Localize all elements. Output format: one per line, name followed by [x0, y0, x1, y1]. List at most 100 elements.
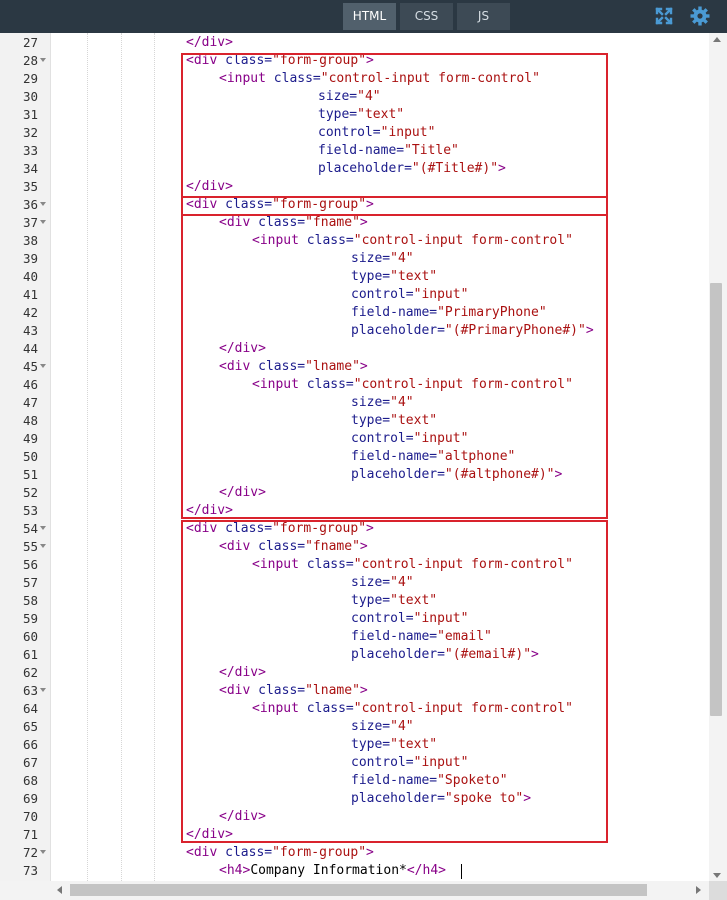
code-token: >	[531, 647, 539, 662]
scroll-down-arrow-icon[interactable]	[713, 873, 721, 878]
vertical-scroll-thumb[interactable]	[710, 283, 722, 716]
line-number: 51	[22, 467, 38, 482]
line-number: 31	[22, 107, 38, 122]
fold-arrow-icon[interactable]	[40, 202, 46, 206]
code-text: field-name="Title"	[318, 142, 459, 160]
scrollbar-corner	[709, 881, 727, 900]
code-token: control=	[351, 431, 414, 446]
code-token: field-name=	[351, 449, 438, 464]
scroll-up-arrow-icon[interactable]	[713, 37, 721, 42]
fold-arrow-icon[interactable]	[40, 58, 46, 62]
line-number: 41	[22, 287, 38, 302]
code-line: 72<div class="form-group">	[0, 844, 709, 862]
code-token: </div>	[219, 665, 266, 680]
line-number: 35	[22, 179, 38, 194]
code-token: "input"	[413, 431, 469, 446]
code-line: 35 </div>	[0, 178, 709, 196]
fold-arrow-icon[interactable]	[40, 220, 46, 224]
code-text: placeholder="(#Title#)">	[318, 160, 506, 178]
scroll-right-arrow-icon[interactable]	[696, 886, 701, 894]
code-token: class=	[258, 359, 306, 374]
code-token: "text"	[390, 413, 438, 428]
tab-js[interactable]: JS	[457, 3, 510, 30]
code-token: control=	[318, 125, 381, 140]
code-text: placeholder="(#PrimaryPhone#)">	[351, 322, 594, 340]
code-token: "fname"	[305, 215, 360, 230]
code-editor[interactable]: 27</div>28<div class="form-group">29<inp…	[0, 33, 709, 881]
fold-arrow-icon[interactable]	[40, 364, 46, 368]
code-token: >	[585, 323, 594, 338]
code-token: >	[366, 197, 374, 212]
code-text: control="input"	[351, 610, 468, 628]
line-number: 29	[22, 71, 38, 86]
code-token: "(#altphone#)"	[444, 467, 555, 482]
code-token: "altphone"	[437, 449, 516, 464]
tab-html[interactable]: HTML	[343, 3, 396, 30]
code-line: 46<input class="control-input form-contr…	[0, 376, 709, 394]
code-text: </div>	[219, 808, 266, 826]
code-token: size=	[351, 395, 391, 410]
fold-arrow-icon[interactable]	[40, 544, 46, 548]
code-line: 38<input class="control-input form-contr…	[0, 232, 709, 250]
line-number: 66	[22, 737, 38, 752]
code-token: "input"	[413, 287, 469, 302]
code-text: <div class="form-group">	[186, 52, 374, 70]
code-token: type=	[318, 107, 358, 122]
fold-arrow-icon[interactable]	[40, 526, 46, 530]
code-token: "input"	[413, 755, 469, 770]
code-line: 55 <div class="fname">	[0, 538, 709, 556]
code-text: type="text"	[351, 268, 437, 286]
line-number-gutter	[0, 33, 51, 881]
scroll-left-arrow-icon[interactable]	[57, 886, 62, 894]
code-token: <div	[219, 215, 259, 230]
code-token: "(#Title#)"	[411, 161, 499, 176]
gear-icon[interactable]	[688, 4, 712, 28]
code-token: field-name=	[351, 629, 438, 644]
fold-arrow-icon[interactable]	[40, 688, 46, 692]
code-token: placeholder=	[351, 791, 445, 806]
code-token: "input"	[380, 125, 436, 140]
line-number: 43	[22, 323, 38, 338]
code-token: class=	[306, 233, 354, 248]
code-token: type=	[351, 413, 391, 428]
code-token: "control-input form-control"	[353, 233, 573, 248]
code-text: field-name="altphone"	[351, 448, 515, 466]
code-line: 71 </div>	[0, 826, 709, 844]
line-number: 55	[22, 539, 38, 554]
code-text: <div class="lname">	[219, 358, 368, 376]
horizontal-scroll-thumb[interactable]	[70, 884, 647, 896]
code-token: "control-input form-control"	[353, 701, 573, 716]
code-token: >	[366, 521, 374, 536]
code-text: </div>	[186, 826, 233, 844]
line-number: 54	[22, 521, 38, 536]
tab-css[interactable]: CSS	[400, 3, 453, 30]
code-token: "fname"	[305, 539, 360, 554]
code-token: control=	[351, 287, 414, 302]
code-token: "(#PrimaryPhone#)"	[444, 323, 586, 338]
code-text: <div class="lname">	[219, 682, 368, 700]
code-line: 29<input class="control-input form-contr…	[0, 70, 709, 88]
code-token: <div	[219, 359, 259, 374]
code-token: "form-group"	[272, 845, 367, 860]
line-number: 67	[22, 755, 38, 770]
code-token: "4"	[390, 719, 414, 734]
fold-arrow-icon[interactable]	[40, 850, 46, 854]
expand-icon[interactable]	[652, 4, 676, 28]
indent-guide	[154, 33, 155, 881]
code-token: <input	[252, 377, 307, 392]
code-line: 64<input class="control-input form-contr…	[0, 700, 709, 718]
code-line: 70</div>	[0, 808, 709, 826]
code-token: "Spoketo"	[437, 773, 508, 788]
line-number: 71	[22, 827, 38, 842]
code-text: </div>	[186, 178, 233, 196]
code-token: <div	[186, 53, 226, 68]
code-text: <div class="fname">	[219, 538, 368, 556]
